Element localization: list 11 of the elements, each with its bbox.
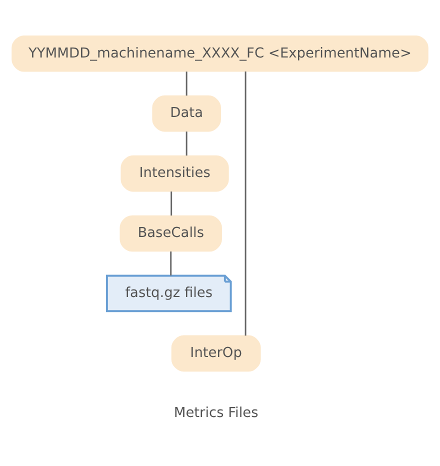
connector: [170, 191, 172, 216]
node-box: Data: [152, 94, 221, 132]
node-box: Intensities: [120, 154, 229, 192]
connector: [186, 71, 188, 96]
node-box: InterOp: [171, 334, 261, 372]
node-box: YYMMDD_machinename_XXXX_FC <ExperimentName>: [12, 34, 428, 72]
connector: [170, 251, 172, 275]
connector: [244, 70, 246, 336]
node-box: BaseCalls: [120, 214, 222, 252]
connector: [186, 131, 188, 156]
node-label: Metrics Files: [174, 404, 258, 421]
